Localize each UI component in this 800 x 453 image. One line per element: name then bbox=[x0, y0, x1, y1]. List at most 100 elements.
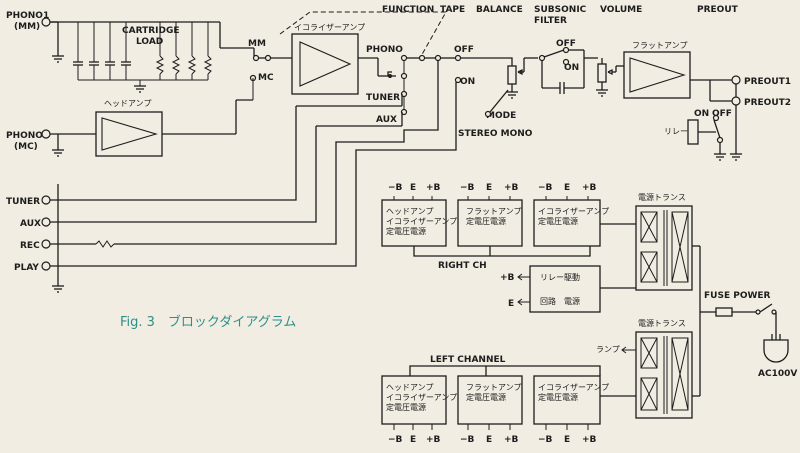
lamp-label: ランプ bbox=[596, 345, 620, 354]
relay-contact-b bbox=[716, 136, 724, 144]
fuse bbox=[715, 307, 733, 317]
tuner-jack bbox=[41, 195, 51, 205]
r-psu3-line3: 定電圧電源 bbox=[538, 216, 578, 226]
tape-common-contact bbox=[434, 54, 442, 62]
filter-off-contact bbox=[562, 46, 570, 54]
l-psu1-text: ヘッドアンプ イコライザーアンプ 定電圧電源 bbox=[386, 383, 460, 412]
l-psu1-line2: イコライザーアンプ bbox=[386, 393, 457, 402]
power-switch-a bbox=[755, 309, 761, 315]
phono-label: PHONO bbox=[366, 45, 403, 55]
equalizer-amp-block bbox=[291, 33, 359, 95]
phono2-label-line2: (MC) bbox=[14, 142, 38, 152]
aux-bus-label: AUX bbox=[376, 115, 397, 125]
l-psu1-posb: +B bbox=[426, 435, 441, 445]
r-psu2-text: フラットアンプ 定電圧電源 bbox=[466, 207, 524, 226]
r-psu3-posb: +B bbox=[582, 183, 597, 193]
relay-contact-a bbox=[712, 114, 720, 122]
play-jack bbox=[41, 261, 51, 271]
r-psu3-text: イコライザーアンプ 定電圧電源 bbox=[538, 207, 612, 226]
mm-mc-common bbox=[264, 54, 272, 62]
preout2-jack bbox=[731, 96, 741, 106]
preout1-label: PREOUT1 bbox=[744, 77, 791, 87]
head-amp-label: ヘッドアンプ bbox=[104, 99, 151, 108]
tuner-label: TUNER bbox=[6, 197, 40, 207]
l-psu2-line3: 定電圧電源 bbox=[466, 392, 506, 402]
r-psu3-line1: イコライザーアンプ bbox=[538, 207, 609, 216]
phono-node bbox=[388, 74, 392, 78]
volume-label: VOLUME bbox=[600, 5, 642, 15]
relay-circuit-label: 回路 電源 bbox=[540, 296, 580, 306]
mode-contact bbox=[484, 110, 492, 118]
l-psu1-line1: ヘッドアンプ bbox=[386, 383, 433, 392]
mm-contact bbox=[252, 54, 260, 62]
l-psu1-line3: 定電圧電源 bbox=[386, 402, 426, 412]
flat-amp-triangle bbox=[629, 57, 686, 93]
l-psu2-text: フラットアンプ 定電圧電源 bbox=[466, 383, 524, 402]
filter-common-contact bbox=[538, 54, 546, 62]
relay-label: リレー bbox=[664, 127, 688, 136]
fuse-power-label: FUSE POWER bbox=[704, 291, 771, 301]
rec-label: REC bbox=[20, 241, 40, 251]
r-psu2-negb: −B bbox=[460, 183, 475, 193]
filter-on-label: ON bbox=[564, 63, 579, 73]
l-psu2-e: E bbox=[486, 435, 492, 445]
power-trans-top-label: 電源トランス bbox=[638, 193, 686, 202]
l-psu2-block bbox=[457, 375, 523, 425]
r-psu2-e: E bbox=[486, 183, 492, 193]
equalizer-amp-label: イコライザーアンプ bbox=[294, 23, 365, 32]
aux-jack bbox=[41, 217, 51, 227]
stereo-mono-label: STEREO MONO bbox=[458, 129, 533, 139]
tape-on-label: ON bbox=[460, 77, 475, 87]
l-psu3-block bbox=[533, 375, 601, 425]
phono1-jack bbox=[41, 17, 51, 27]
relay-drive-block bbox=[529, 265, 601, 313]
flat-amp-label: フラットアンプ bbox=[632, 41, 687, 50]
balance-pot bbox=[507, 65, 517, 85]
r-psu1-negb: −B bbox=[388, 183, 403, 193]
l-psu3-line3: 定電圧電源 bbox=[538, 392, 578, 402]
l-psu3-line1: イコライザーアンプ bbox=[538, 383, 609, 392]
phono1-label: PHONO1 (MM) bbox=[6, 11, 52, 32]
subsonic-label-line1: SUBSONIC bbox=[534, 5, 587, 15]
r-psu1-text: ヘッドアンプ イコライザーアンプ 定電圧電源 bbox=[386, 207, 460, 236]
tuner-bus-label: TUNER bbox=[366, 93, 400, 103]
phono2-label: PHONO2 (MC) bbox=[6, 131, 52, 152]
r-psu1-line3: 定電圧電源 bbox=[386, 226, 426, 236]
l-psu3-negb: −B bbox=[538, 435, 553, 445]
l-psu2-line1: フラットアンプ bbox=[466, 383, 521, 392]
aux-label: AUX bbox=[20, 219, 41, 229]
l-psu2-posb: +B bbox=[504, 435, 519, 445]
filter-off-label: OFF bbox=[556, 39, 576, 49]
function-phono-contact bbox=[400, 72, 408, 80]
right-ch-label: RIGHT CH bbox=[438, 261, 487, 271]
cartridge-load-label: CARTRIDGE LOAD bbox=[122, 26, 183, 47]
r-psu1-line1: ヘッドアンプ bbox=[386, 207, 433, 216]
left-channel-label: LEFT CHANNEL bbox=[430, 355, 506, 365]
r-psu1-e: E bbox=[410, 183, 416, 193]
phono2-jack bbox=[41, 129, 51, 139]
preout-label: PREOUT bbox=[697, 5, 739, 15]
l-psu1-block bbox=[381, 375, 447, 425]
mode-label: MODE bbox=[486, 111, 516, 121]
figure-caption: Fig. 3 ブロックダイアグラム bbox=[120, 314, 296, 330]
function-out-contact bbox=[400, 54, 408, 62]
relay-on-label: ON bbox=[694, 109, 709, 119]
filter-on-contact bbox=[562, 58, 570, 66]
subsonic-label-line2: FILTER bbox=[534, 16, 567, 26]
r-psu1-line2: イコライザーアンプ bbox=[386, 217, 457, 226]
function-label: FUNCTION bbox=[382, 5, 434, 15]
subsonic-label: SUBSONIC FILTER bbox=[534, 5, 589, 26]
head-amp-triangle bbox=[101, 117, 158, 151]
rec-jack bbox=[41, 239, 51, 249]
relay-e-label: E bbox=[508, 299, 514, 309]
relay-off-label: OFF bbox=[712, 109, 732, 119]
r-psu1-posb: +B bbox=[426, 183, 441, 193]
l-psu1-negb: −B bbox=[388, 435, 403, 445]
l-psu1-e: E bbox=[410, 435, 416, 445]
r-psu2-posb: +B bbox=[504, 183, 519, 193]
relay-drive-label: リレー駆動 bbox=[540, 273, 580, 282]
equalizer-amp-triangle bbox=[299, 41, 352, 87]
ac-plug bbox=[763, 339, 789, 363]
ac100v-label: AC100V bbox=[758, 369, 797, 379]
